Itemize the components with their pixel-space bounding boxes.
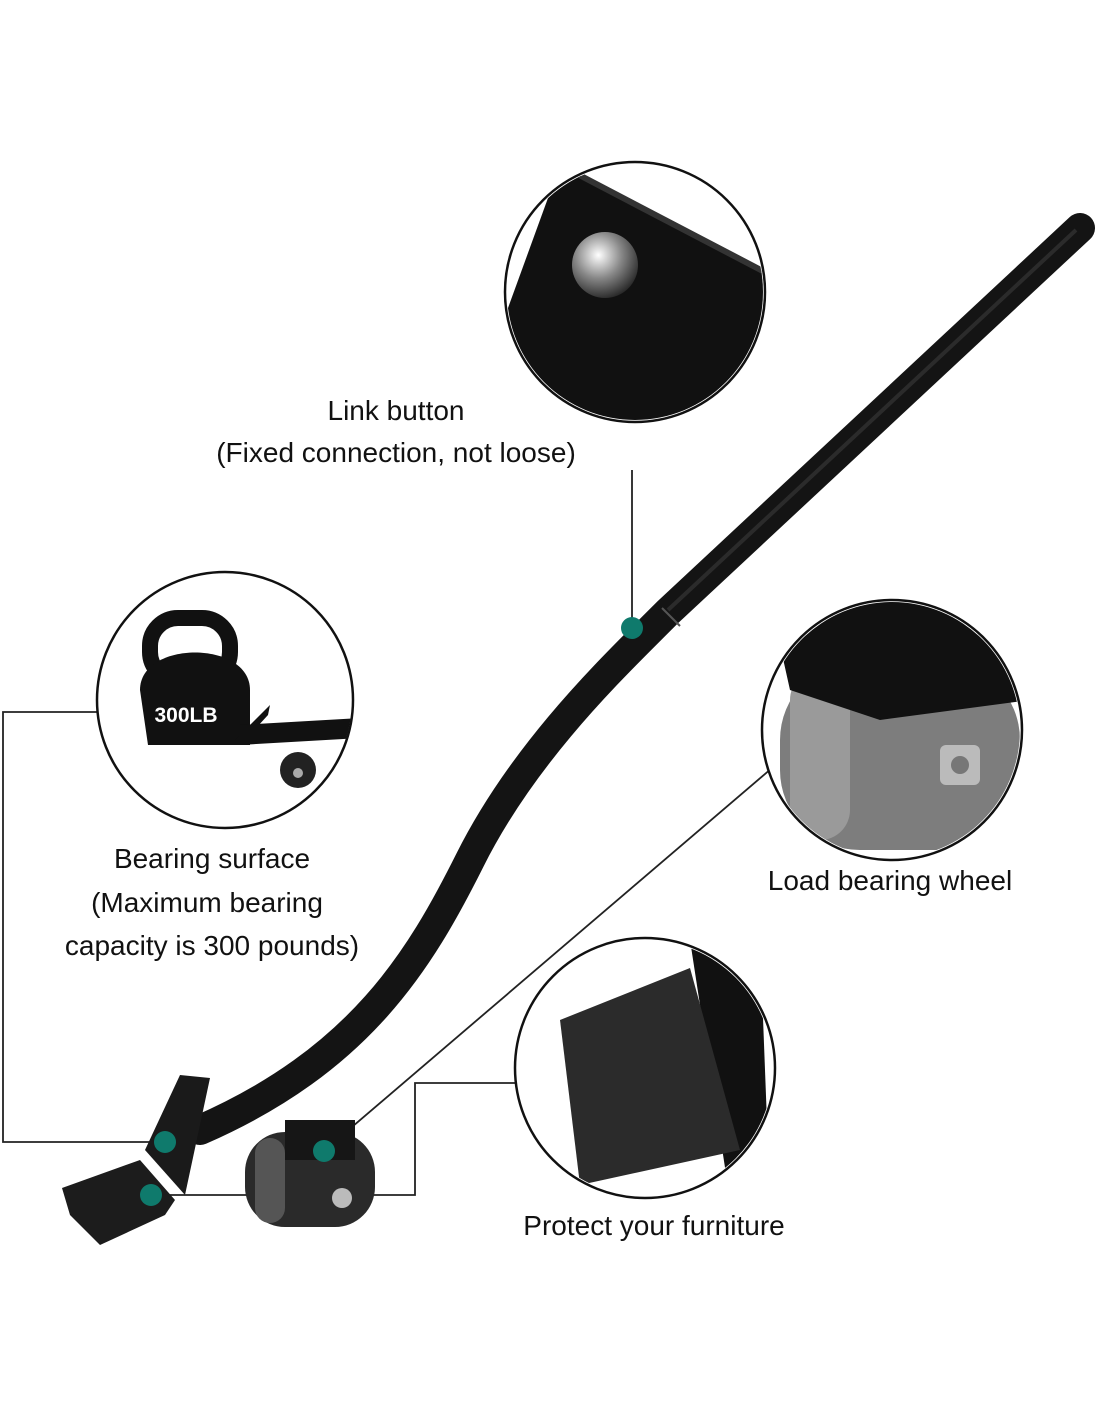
- label-link-button-title: Link button: [328, 395, 465, 426]
- lever-handle: [185, 213, 1095, 1145]
- handle-joint: [661, 607, 681, 627]
- marker-dot-wheel: [313, 1140, 335, 1162]
- detail-circle-bearing: 300LB: [95, 570, 355, 830]
- label-bearing-detail-1: (Maximum bearing: [91, 887, 323, 918]
- detail-circle-wheel: [760, 598, 1024, 862]
- weight-badge: 300LB: [154, 704, 217, 727]
- marker-dot-bearing: [154, 1131, 176, 1153]
- foot-plate: [62, 1075, 210, 1245]
- connector-bearing: [2, 711, 165, 1143]
- kettlebell-icon: [140, 652, 250, 745]
- roller-wheel: [245, 1120, 375, 1227]
- detail-circle-protect: [513, 936, 777, 1200]
- marker-dot-protect: [140, 1184, 162, 1206]
- label-bearing-title: Bearing surface: [114, 843, 310, 874]
- label-link-button-detail: (Fixed connection, not loose): [216, 437, 576, 468]
- anti-slip-pad: [560, 968, 740, 1185]
- marker-dot-link: [621, 617, 643, 639]
- label-bearing-detail-2: capacity is 300 pounds): [65, 930, 359, 961]
- connector-wheel: [324, 767, 773, 1151]
- label-protect: Protect your furniture: [523, 1210, 784, 1241]
- label-load-wheel: Load bearing wheel: [768, 865, 1012, 896]
- detail-circle-link-button: [503, 160, 767, 424]
- ball-button-icon: [572, 232, 638, 298]
